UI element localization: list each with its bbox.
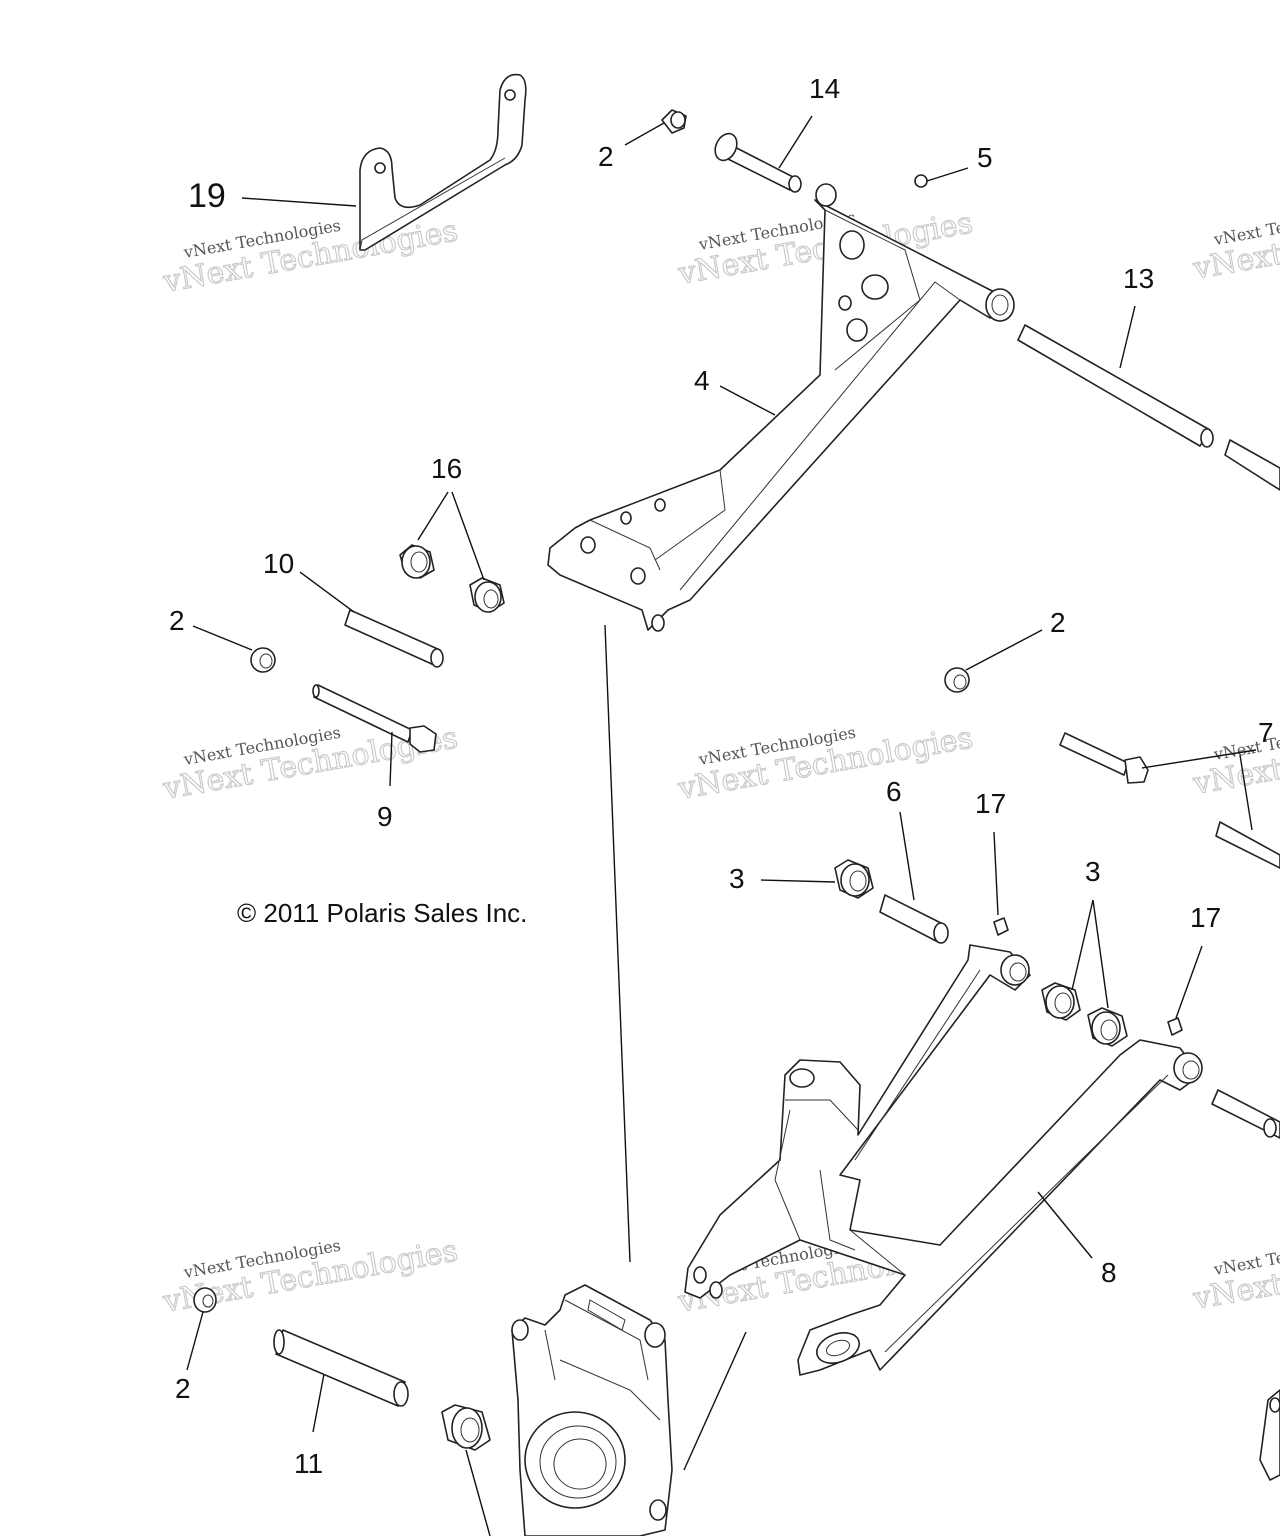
part-13-shaft	[1017, 324, 1280, 491]
part-3-bushing-left	[834, 859, 874, 899]
callout-2: 2	[169, 605, 185, 636]
part-4-upper-arm	[547, 183, 1015, 632]
watermarks: vNext Technologies vNext Technologies vN…	[159, 200, 1280, 1320]
part-9-bolt	[312, 684, 437, 753]
callout-5: 5	[977, 142, 993, 173]
part-5-fitting	[914, 174, 928, 188]
part-2-bushing-left	[250, 647, 276, 673]
watermark-outline: vNext Technologies	[1190, 1231, 1280, 1317]
part-7-bolts	[1059, 732, 1280, 869]
part-19-bracket	[359, 73, 527, 251]
part-10-sleeve	[344, 609, 444, 668]
callout-2: 2	[1050, 607, 1066, 638]
callout-3: 3	[729, 863, 745, 894]
callouts: 19 2 14 5 13 4 16 10 2 9 2 7 6 17 3 3 17…	[169, 73, 1274, 1479]
part-6-sleeve	[879, 894, 949, 944]
part-2-bushing-right	[944, 667, 970, 693]
callout-6: 6	[886, 776, 902, 807]
callout-3: 3	[1085, 856, 1101, 887]
knuckle	[511, 1284, 673, 1536]
callout-10: 10	[263, 548, 294, 579]
callout-16: 16	[431, 453, 462, 484]
part-17-fitting-b	[1167, 1017, 1183, 1036]
callout-17: 17	[975, 788, 1006, 819]
part-8-lower-arm	[684, 944, 1203, 1376]
part-2-bushing-top	[661, 109, 687, 134]
callout-13: 13	[1123, 263, 1154, 294]
callout-14: 14	[809, 73, 840, 104]
callout-17: 17	[1190, 902, 1221, 933]
leader-lines	[186, 115, 1257, 1536]
copyright-text: © 2011 Polaris Sales Inc.	[237, 898, 527, 928]
callout-9: 9	[377, 801, 393, 832]
part-11-sleeve	[273, 1329, 409, 1407]
bushing-lower	[441, 1404, 491, 1451]
callout-8: 8	[1101, 1257, 1117, 1288]
part-14-pin	[714, 132, 802, 193]
callout-19: 19	[188, 177, 226, 215]
callout-4: 4	[694, 365, 710, 396]
part-2-bushing-bottom	[193, 1287, 217, 1313]
part-16-bushings	[399, 544, 505, 613]
part-3-bushings-right	[1041, 982, 1128, 1047]
partial-parts-right-edge	[1211, 1089, 1280, 1481]
watermark-outline: vNext Technologies	[1190, 201, 1280, 287]
callout-7: 7	[1258, 717, 1274, 748]
part-17-fitting-a	[993, 917, 1009, 936]
callout-2: 2	[175, 1373, 191, 1404]
callout-11: 11	[294, 1448, 323, 1479]
callout-2: 2	[598, 141, 614, 172]
